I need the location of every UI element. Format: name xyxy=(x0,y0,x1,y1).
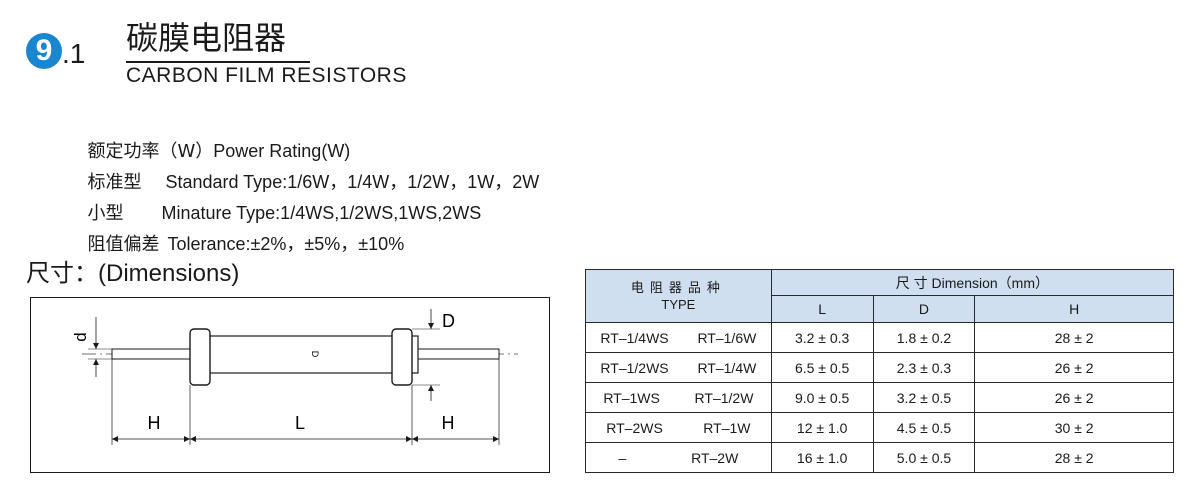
type-standard: RT–1/4W xyxy=(697,359,757,376)
type-miniature: RT–2WS xyxy=(606,419,663,436)
cell-D: 1.8 ± 0.2 xyxy=(872,322,976,353)
cell-D: 3.2 ± 0.5 xyxy=(872,382,976,413)
spec-power-rating: 额定功率（W）Power Rating(W) xyxy=(76,115,350,164)
resistor-body xyxy=(199,335,419,374)
type-miniature: RT–1/4WS xyxy=(600,329,669,346)
table-row: RT–1/2WS RT–1/4W 6.5 ± 0.5 2.3 ± 0.3 26 ±… xyxy=(585,352,1174,383)
cell-D: 2.3 ± 0.3 xyxy=(872,352,976,383)
dimensions-title-en: (Dimensions) xyxy=(98,260,240,287)
spec-standard-type: 标准型 Standard Type:1/6W，1/4W，1/2W，1W，2W xyxy=(76,146,539,195)
label-L: L xyxy=(295,413,305,433)
type-miniature: RT–1/2WS xyxy=(600,359,669,376)
cell-L: 3.2 ± 0.3 xyxy=(770,322,874,353)
spec-power-rating-text: Power Rating(W) xyxy=(213,141,351,161)
body-mark: D xyxy=(310,351,320,358)
type-miniature: RT–1WS xyxy=(603,389,660,406)
cell-D: 4.5 ± 0.5 xyxy=(872,412,976,443)
label-H-left: H xyxy=(148,413,161,433)
spec-tolerance-label: 阻值偏差 xyxy=(87,234,160,255)
col-header-D: D xyxy=(872,295,976,323)
type-header: 电阻器品种 TYPE xyxy=(585,269,772,323)
left-cap xyxy=(189,328,211,386)
resistor-dimension-diagram: D d D H L H xyxy=(30,297,550,473)
type-standard: RT–2W xyxy=(691,449,739,466)
cell-H: 26 ± 2 xyxy=(974,352,1174,383)
spec-power-rating-label: 额定功率（W） xyxy=(87,141,214,162)
cell-H: 28 ± 2 xyxy=(974,442,1174,473)
d-arrow-top xyxy=(93,343,99,349)
cell-D: 5.0 ± 0.5 xyxy=(872,442,976,473)
diagram-frame xyxy=(30,297,550,473)
table-row: RT–1WS RT–1/2W 9.0 ± 0.5 3.2 ± 0.5 26 ± 2 xyxy=(585,382,1174,413)
table-row: RT–1/4WS RT–1/6W 3.2 ± 0.3 1.8 ± 0.2 28 ±… xyxy=(585,322,1174,353)
cell-H: 30 ± 2 xyxy=(974,412,1174,443)
col-header-L: L xyxy=(770,295,874,323)
type-header-cn: 电阻器品种 xyxy=(630,280,726,295)
table-row: – RT–2W 16 ± 1.0 5.0 ± 0.5 28 ± 2 xyxy=(585,442,1174,473)
col-header-H: H xyxy=(974,295,1174,323)
cell-L: 6.5 ± 0.5 xyxy=(770,352,874,383)
spec-standard-type-label: 标准型 xyxy=(87,172,142,193)
type-standard: RT–1/2W xyxy=(694,389,754,406)
type-miniature: – xyxy=(618,449,627,466)
type-header-en: TYPE xyxy=(661,297,696,312)
type-cell: RT–1/4WS RT–1/6W xyxy=(585,322,772,353)
type-standard: RT–1W xyxy=(703,419,751,436)
label-H-right: H xyxy=(442,413,455,433)
dimension-table: 电阻器品种 TYPE 尺 寸 Dimension（mm） L D H RT–1/… xyxy=(585,269,1175,473)
cell-H: 26 ± 2 xyxy=(974,382,1174,413)
cell-H: 28 ± 2 xyxy=(974,322,1174,353)
spec-miniature-type: 小型 Minature Type:1/4WS,1/2WS,1WS,2WS xyxy=(76,177,481,226)
right-cap xyxy=(391,328,413,386)
spec-miniature-type-text: Minature Type:1/4WS,1/2WS,1WS,2WS xyxy=(161,203,482,223)
table-row: RT–2WS RT–1W 12 ± 1.0 4.5 ± 0.5 30 ± 2 xyxy=(585,412,1174,443)
right-lead xyxy=(408,348,500,360)
cell-L: 16 ± 1.0 xyxy=(770,442,874,473)
spec-tolerance-text: Tolerance:±2%，±5%，±10% xyxy=(167,234,405,254)
type-cell: RT–1WS RT–1/2W xyxy=(585,382,772,413)
type-cell: – RT–2W xyxy=(585,442,772,473)
D-arrow-bottom xyxy=(428,385,434,391)
label-D: D xyxy=(442,311,455,331)
type-cell: RT–1/2WS RT–1/4W xyxy=(585,352,772,383)
page-title-cn: 碳膜电阻器 xyxy=(126,19,287,57)
spec-standard-type-text: Standard Type:1/6W，1/4W，1/2W，1W，2W xyxy=(165,172,540,192)
type-standard: RT–1/6W xyxy=(697,329,757,346)
cell-L: 9.0 ± 0.5 xyxy=(770,382,874,413)
spec-tolerance: 阻值偏差 Tolerance:±2%，±5%，±10% xyxy=(76,208,404,257)
title-underline xyxy=(126,61,310,63)
cell-L: 12 ± 1.0 xyxy=(770,412,874,443)
section-number-suffix: .1 xyxy=(62,38,86,69)
type-cell: RT–2WS RT–1W xyxy=(585,412,772,443)
dimensions-title-cn: 尺寸： xyxy=(26,259,98,287)
spec-miniature-type-label: 小型 xyxy=(87,203,124,224)
page-title-en: CARBON FILM RESISTORS xyxy=(126,64,407,87)
dimensions-title: 尺寸：(Dimensions) xyxy=(26,258,239,289)
d-arrow-bottom xyxy=(93,359,99,365)
label-d: d xyxy=(71,332,90,341)
section-number-badge: 9 xyxy=(26,33,62,69)
D-arrow-top xyxy=(428,323,434,329)
dimension-header: 尺 寸 Dimension（mm） xyxy=(770,269,1175,296)
